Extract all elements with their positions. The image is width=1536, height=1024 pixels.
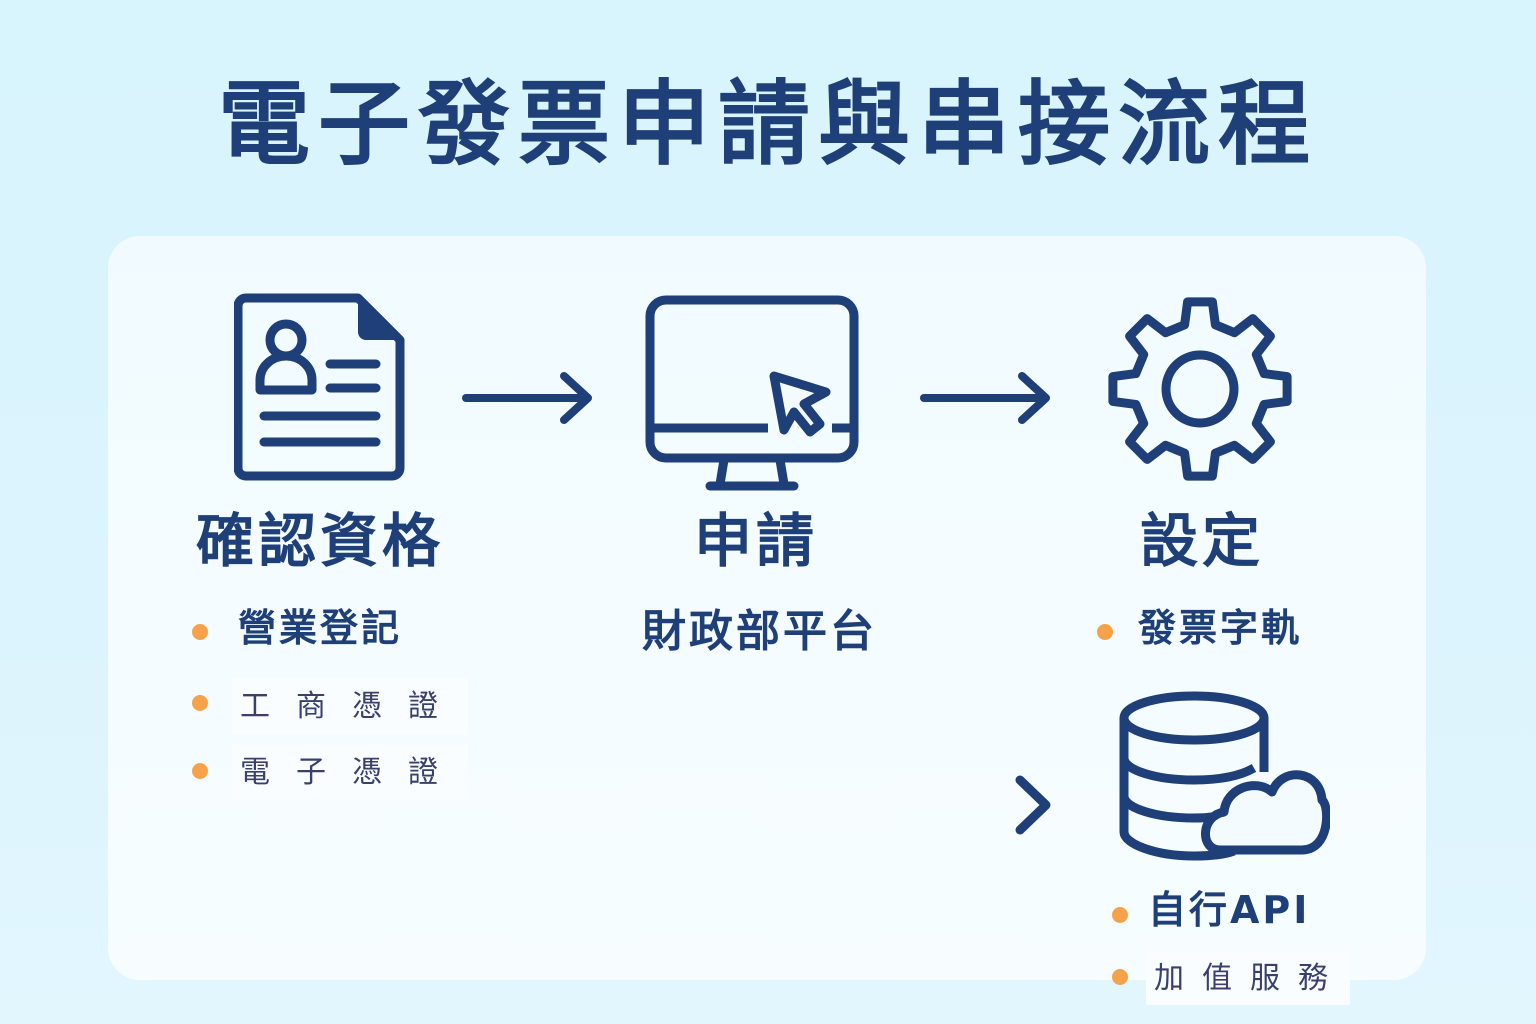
database-cloud-icon [1116, 688, 1330, 864]
gear-icon [1104, 294, 1296, 484]
bullet-dot [1112, 907, 1128, 923]
step-subtitle-platform: 財政部平台 [642, 606, 877, 657]
bullet-dot [192, 695, 208, 711]
step-label-eligibility: 確認資格 [196, 507, 445, 575]
step-label-settings: 設定 [1140, 507, 1265, 575]
arrow-right-icon [460, 370, 596, 426]
bullet-dot [1097, 624, 1113, 640]
list-item: 營業登記 [238, 606, 403, 650]
list-item: 自行API [1148, 888, 1311, 932]
list-item: 工商憑證 [232, 678, 468, 735]
list-item: 電子憑證 [232, 744, 468, 801]
step-label-apply: 申請 [694, 507, 819, 575]
page-title: 電子發票申請與串接流程 [217, 71, 1318, 178]
arrow-right-icon [918, 370, 1054, 426]
list-item: 發票字軌 [1138, 606, 1303, 650]
bullet-dot [192, 763, 208, 779]
list-item: 加值服務 [1146, 952, 1350, 1005]
bullet-dot [192, 624, 208, 640]
monitor-cursor-icon [644, 294, 860, 494]
bullet-dot [1112, 969, 1128, 985]
document-id-icon [234, 292, 406, 482]
chevron-right-icon [1012, 774, 1056, 836]
